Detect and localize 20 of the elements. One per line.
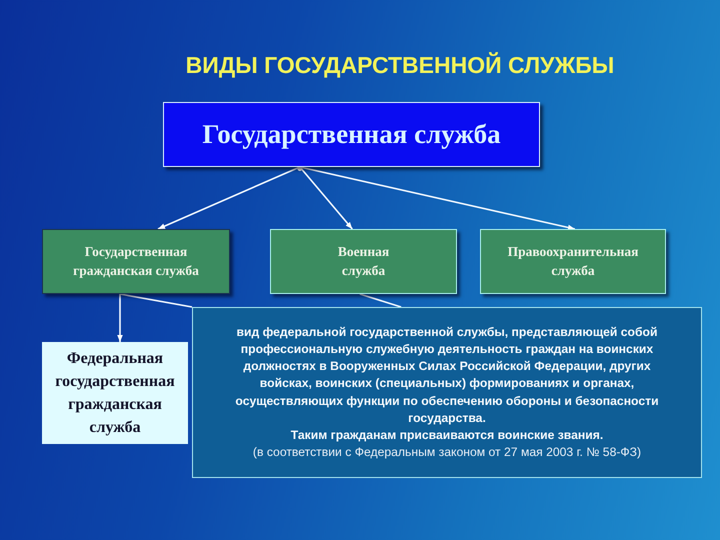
arrow bbox=[117, 294, 123, 342]
category-box bbox=[42, 229, 230, 294]
arrow bbox=[300, 166, 576, 230]
category-box bbox=[270, 229, 457, 294]
definition-text: вид федеральной государственной службы, представляющей собой профессиональную служебную деятельность граждан на воинских должностях в Вооруженных Силах Российской Федерации, других войсках, воинских (специальных) формированиях и органах, осуществляющих функции по обеспечению обороны и безопасности государства. bbox=[234, 324, 660, 427]
citation-text: (в соответствии с Федеральным законом от 27 мая 2003 г. № 58-ФЗ) bbox=[252, 444, 642, 461]
box-heading: Государственная служба bbox=[202, 119, 501, 150]
arrow bbox=[158, 166, 300, 230]
box-label: Государственная гражданская служба bbox=[72, 242, 200, 280]
arrow bbox=[299, 166, 353, 230]
box-label: Военная служба bbox=[336, 242, 390, 280]
title: ВИДЫ ГОСУДАРСТВЕННОЙ СЛУЖБЫ bbox=[184, 52, 616, 79]
subcategory-box bbox=[42, 342, 188, 444]
definition-text: Таким гражданам присваиваются воинские звания. bbox=[290, 426, 604, 444]
category-box bbox=[480, 229, 666, 294]
box-label: Федеральная государственная гражданская служба bbox=[54, 348, 176, 438]
callout-box bbox=[192, 307, 702, 478]
box-label: Правоохранительная служба bbox=[506, 242, 640, 280]
root-box bbox=[163, 102, 540, 167]
connector-line bbox=[120, 293, 192, 308]
